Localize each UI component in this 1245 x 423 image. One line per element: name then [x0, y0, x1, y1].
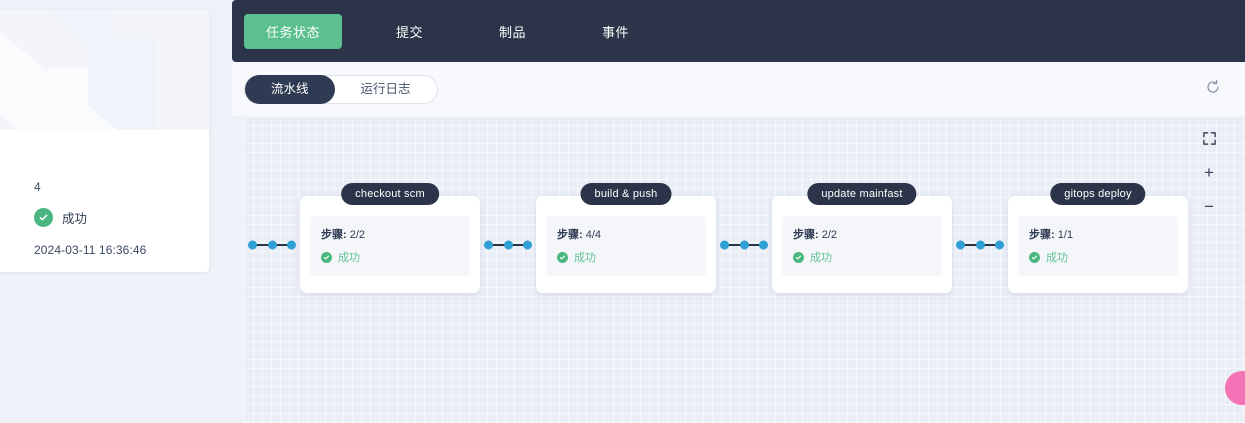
success-check-icon	[1029, 251, 1040, 263]
connector-dot	[720, 240, 729, 249]
connector-dot	[739, 240, 749, 249]
steps-label: 步骤:	[793, 229, 819, 241]
connector-dot	[484, 240, 493, 249]
connector	[480, 239, 536, 251]
node-steps: 步骤: 2/2	[321, 226, 459, 242]
connector-dot	[759, 240, 768, 249]
steps-label: 步骤:	[1029, 229, 1055, 241]
node-status-label: 成功	[574, 252, 596, 264]
secondary-tabbar: 流水线 运行日志	[232, 62, 1245, 116]
pipeline-canvas[interactable]: + − checkout scm 步骤: 2/2	[244, 116, 1245, 423]
pipeline-node[interactable]: checkout scm 步骤: 2/2 成功	[300, 183, 480, 293]
segment-pipeline[interactable]: 流水线	[245, 74, 335, 104]
main-area: 任务状态 提交 制品 事件 流水线 运行日志 + −	[232, 0, 1245, 423]
steps-label: 步骤:	[321, 229, 347, 241]
connector-dot	[267, 240, 277, 249]
steps-label: 步骤:	[557, 229, 583, 241]
run-summary-panel: 4 成功 2024-03-11 16:36:46	[0, 10, 209, 272]
tab-artifacts[interactable]: 制品	[499, 24, 527, 40]
connector-dot	[995, 240, 1004, 249]
node-status: 成功	[557, 249, 695, 265]
node-details: 步骤: 2/2 成功	[782, 216, 942, 276]
node-steps: 步骤: 2/2	[793, 226, 931, 242]
run-status-label: 成功	[62, 212, 88, 226]
steps-value: 1/1	[1057, 229, 1074, 241]
run-status: 成功	[34, 208, 209, 227]
connector-dot	[956, 240, 965, 249]
node-steps: 步骤: 1/1	[1029, 226, 1167, 242]
node-steps: 步骤: 4/4	[557, 226, 695, 242]
zoom-in-icon[interactable]: +	[1204, 162, 1214, 182]
panel-decoration	[0, 10, 209, 130]
pipeline-node[interactable]: gitops deploy 步骤: 1/1 成功	[1008, 183, 1188, 293]
tab-events[interactable]: 事件	[602, 24, 630, 40]
run-number: 4	[34, 180, 41, 194]
connector	[716, 239, 772, 251]
pipeline-flow: checkout scm 步骤: 2/2 成功	[244, 183, 1188, 293]
connector-dot	[975, 240, 985, 249]
node-details: 步骤: 2/2 成功	[310, 216, 470, 276]
node-details: 步骤: 1/1 成功	[1018, 216, 1178, 276]
tab-task-status[interactable]: 任务状态	[244, 13, 343, 49]
connector-dot	[287, 240, 296, 249]
success-check-icon	[321, 251, 332, 263]
refresh-icon[interactable]	[1205, 79, 1225, 99]
success-check-icon	[793, 251, 804, 263]
connector	[952, 239, 1008, 251]
floating-action-button[interactable]	[1225, 371, 1245, 405]
steps-value: 4/4	[585, 229, 602, 241]
node-status-label: 成功	[1046, 252, 1068, 264]
tab-commits[interactable]: 提交	[396, 24, 424, 40]
connector-dot	[248, 240, 257, 249]
primary-tabbar: 任务状态 提交 制品 事件	[232, 0, 1245, 62]
node-name: gitops deploy	[1050, 183, 1146, 205]
view-switch: 流水线 运行日志	[244, 74, 438, 104]
panel-body: 4 成功 2024-03-11 16:36:46	[0, 130, 209, 257]
connector-dot	[523, 240, 532, 249]
node-details: 步骤: 4/4 成功	[546, 216, 706, 276]
segment-run-log[interactable]: 运行日志	[360, 81, 411, 96]
run-timestamp: 2024-03-11 16:36:46	[34, 243, 147, 257]
node-name: checkout scm	[341, 183, 439, 205]
fit-screen-icon[interactable]	[1199, 128, 1219, 148]
node-status: 成功	[793, 249, 931, 265]
pipeline-node[interactable]: build & push 步骤: 4/4 成功	[536, 183, 716, 293]
connector	[244, 239, 300, 251]
success-check-icon	[557, 251, 568, 263]
node-status-label: 成功	[810, 252, 832, 264]
pipeline-node[interactable]: update mainfast 步骤: 2/2 成功	[772, 183, 952, 293]
canvas-controls: + −	[1199, 128, 1219, 216]
success-check-icon	[34, 208, 53, 227]
node-status: 成功	[321, 249, 459, 265]
node-name: build & push	[580, 183, 672, 205]
node-name: update mainfast	[807, 183, 917, 205]
node-status-label: 成功	[338, 252, 360, 264]
zoom-out-icon[interactable]: −	[1204, 196, 1214, 216]
steps-value: 2/2	[349, 229, 366, 241]
node-status: 成功	[1029, 249, 1167, 265]
connector-dot	[503, 240, 513, 249]
steps-value: 2/2	[821, 229, 838, 241]
